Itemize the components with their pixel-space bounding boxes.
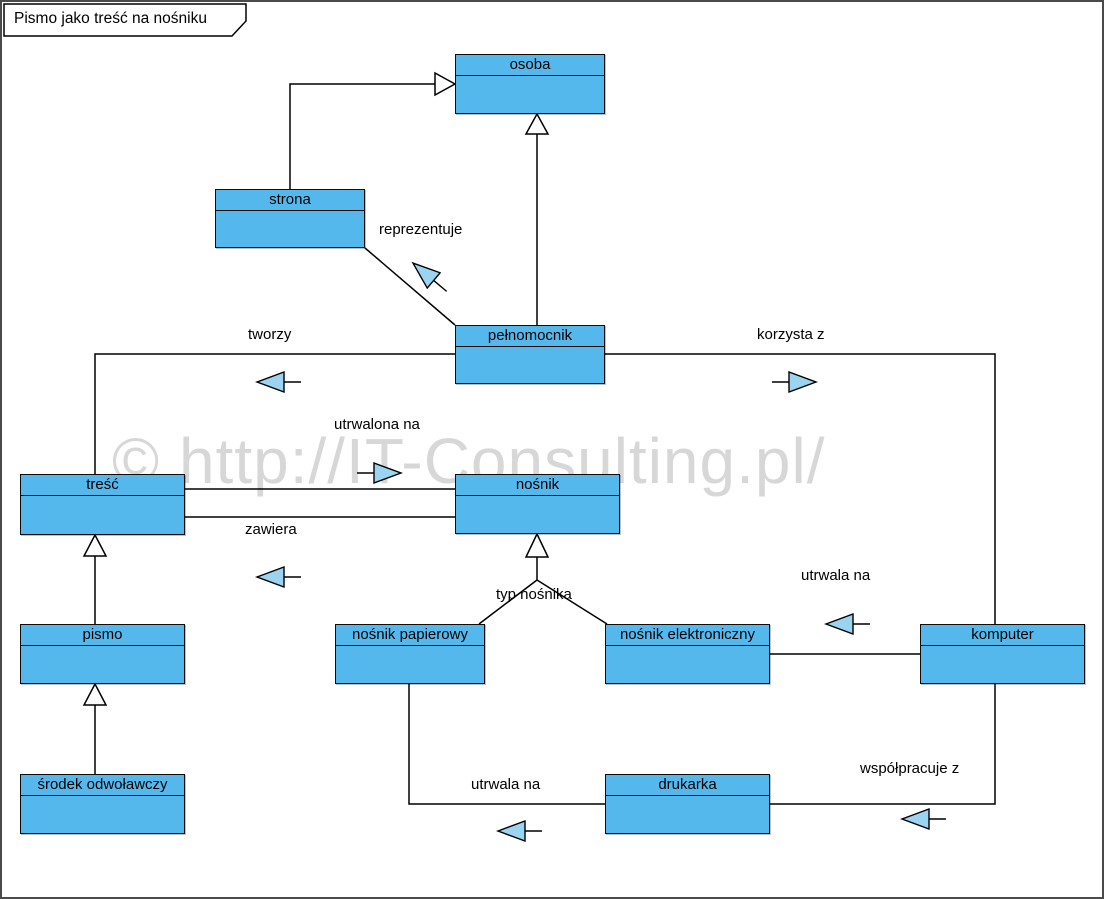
generalization-tree-typ-nosnika bbox=[478, 557, 608, 625]
class-pelnomocnik: pełnomocnik bbox=[455, 325, 605, 384]
class-attributes-compartment bbox=[21, 796, 184, 833]
class-strona: strona bbox=[215, 189, 365, 248]
association-label-utrwala-na-komputer: utrwala na bbox=[801, 567, 871, 584]
association-label-korzysta-z: korzysta z bbox=[757, 326, 825, 343]
class-name-osoba: osoba bbox=[456, 55, 604, 76]
generalization-arrow-icon bbox=[82, 533, 108, 557]
direction-arrow-icon-utrwala-na-komputer bbox=[825, 613, 871, 635]
class-attributes-compartment bbox=[606, 646, 769, 683]
association-label-typ-nosnika: typ nośnika bbox=[496, 586, 572, 603]
class-attributes-compartment bbox=[21, 646, 184, 683]
direction-arrow-icon-reprezentuje bbox=[405, 254, 454, 300]
class-name-strona: strona bbox=[216, 190, 364, 211]
association-label-utrwalona-na: utrwalona na bbox=[334, 416, 420, 433]
class-attributes-compartment bbox=[456, 496, 619, 533]
association-line-tworzy bbox=[94, 353, 455, 474]
class-name-nosnik-papierowy: nośnik papierowy bbox=[336, 625, 484, 646]
association-label-zawiera: zawiera bbox=[245, 521, 297, 538]
association-line-utrwala-na-drukarka bbox=[408, 684, 605, 805]
direction-arrow-icon-tworzy bbox=[256, 371, 302, 393]
class-komputer: komputer bbox=[920, 624, 1085, 684]
association-label-reprezentuje: reprezentuje bbox=[379, 221, 463, 238]
direction-arrow-icon-utrwalona-na bbox=[356, 462, 402, 484]
class-srodek-odwolawczy: środek odwoławczy bbox=[20, 774, 185, 834]
class-name-komputer: komputer bbox=[921, 625, 1084, 646]
direction-arrow-icon-zawiera bbox=[256, 566, 302, 588]
class-attributes-compartment bbox=[606, 796, 769, 833]
direction-arrow-icon-wspolpracuje-z bbox=[901, 808, 947, 830]
class-tresc: treść bbox=[20, 474, 185, 535]
generalization-arrow-icon bbox=[434, 71, 457, 97]
generalization-line-strona-osoba bbox=[289, 83, 435, 189]
generalization-arrow-icon bbox=[82, 682, 108, 706]
class-name-drukarka: drukarka bbox=[606, 775, 769, 796]
class-name-pelnomocnik: pełnomocnik bbox=[456, 326, 604, 347]
frame-title: Pismo jako treść na nośniku bbox=[14, 10, 207, 27]
class-attributes-compartment bbox=[216, 211, 364, 247]
class-name-nosnik-elektroniczny: nośnik elektroniczny bbox=[606, 625, 769, 646]
class-drukarka: drukarka bbox=[605, 774, 770, 834]
class-pismo: pismo bbox=[20, 624, 185, 684]
class-attributes-compartment bbox=[921, 646, 1084, 683]
class-attributes-compartment bbox=[336, 646, 484, 683]
frame-title-tab bbox=[3, 3, 247, 37]
class-attributes-compartment bbox=[21, 496, 184, 534]
association-line-wspolpracuje-z bbox=[770, 684, 996, 805]
class-name-tresc: treść bbox=[21, 475, 184, 496]
generalization-arrow-icon bbox=[524, 532, 550, 558]
class-attributes-compartment bbox=[456, 76, 604, 113]
class-osoba: osoba bbox=[455, 54, 605, 114]
association-label-wspolpracuje-z: współpracuje z bbox=[860, 760, 960, 777]
association-label-tworzy: tworzy bbox=[248, 326, 292, 343]
class-name-pismo: pismo bbox=[21, 625, 184, 646]
direction-arrow-icon-utrwala-na-drukarka bbox=[497, 820, 543, 842]
generalization-arrow-icon bbox=[524, 112, 550, 135]
class-name-srodek-odwolawczy: środek odwoławczy bbox=[21, 775, 184, 796]
direction-arrow-icon-korzysta-z bbox=[771, 371, 817, 393]
association-label-utrwala-na-drukarka: utrwala na bbox=[471, 776, 541, 793]
class-nosnik: nośnik bbox=[455, 474, 620, 534]
association-line-korzysta-z bbox=[605, 353, 996, 624]
association-line-reprezentuje bbox=[364, 247, 456, 326]
class-nosnik-elektroniczny: nośnik elektroniczny bbox=[605, 624, 770, 684]
class-nosnik-papierowy: nośnik papierowy bbox=[335, 624, 485, 684]
class-attributes-compartment bbox=[456, 347, 604, 383]
class-name-nosnik: nośnik bbox=[456, 475, 619, 496]
